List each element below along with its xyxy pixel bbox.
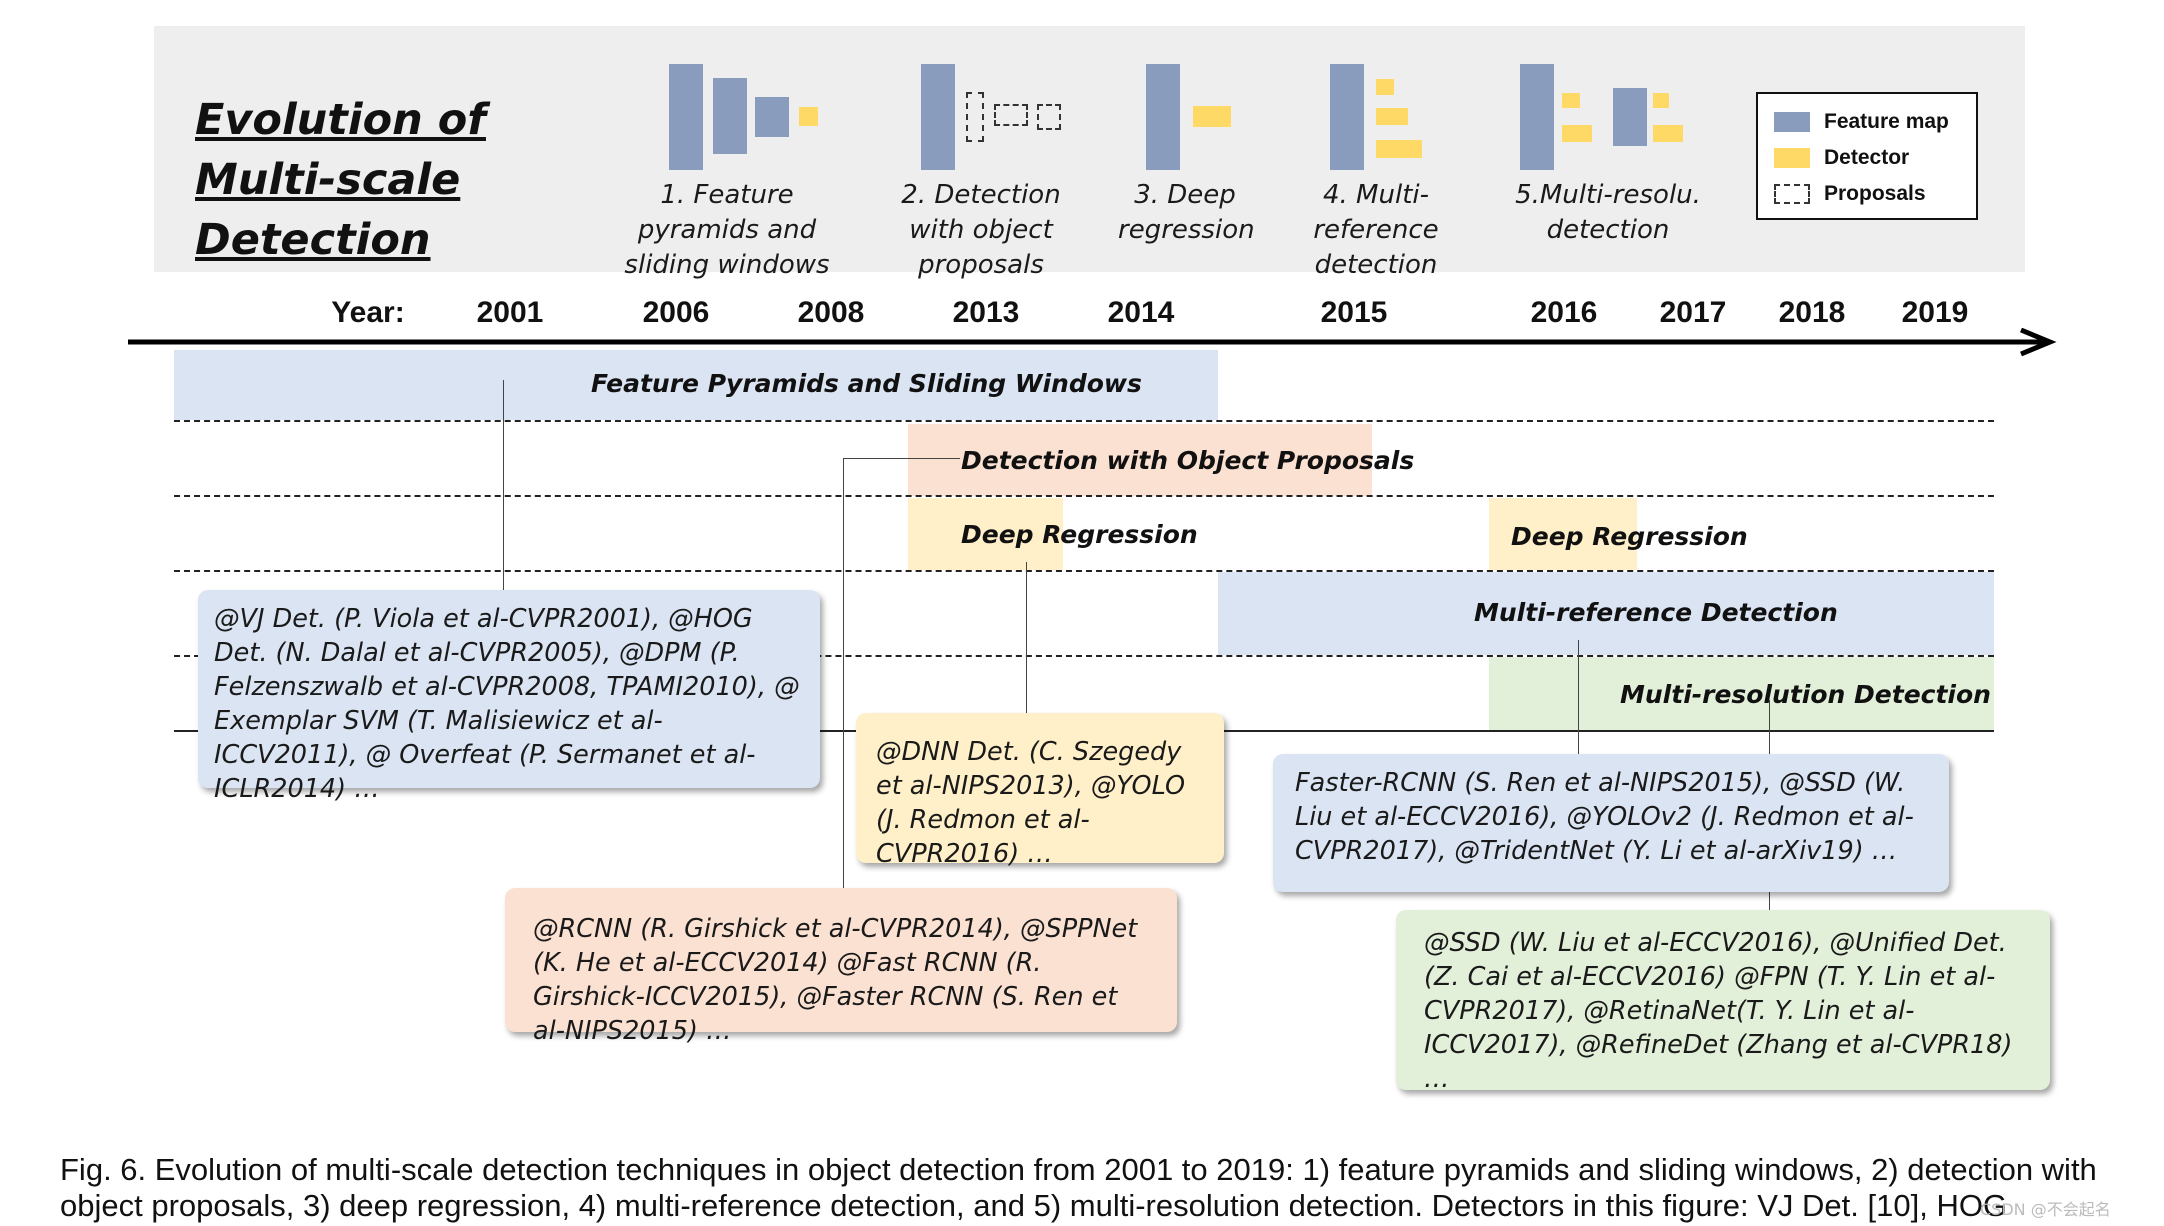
connector-line [1026,562,1027,720]
band-label-multi-reference: Multi-reference Detection [1474,598,1838,627]
year-2019: 2019 [1901,296,1969,329]
legend-item-detector: Detector [1774,143,1909,173]
box-deep-regression: @DNN Det. (C. Szegedy et al-NIPS2013), @… [856,713,1224,869]
connector-line [843,458,960,459]
connector-line [843,458,844,902]
header-panel [154,26,2025,272]
band-label-multi-resolution: Multi-resolution Detection [1620,680,1991,709]
year-2013: 2013 [952,296,1020,329]
band-multi-reference [1218,572,1994,655]
year-2015: 2015 [1320,296,1388,329]
connector-line [1578,640,1579,762]
band-deep-regression-1 [908,498,1063,570]
figure-title: Evolution of Multi-scale Detection [195,95,486,265]
band-label-deep-regression-1: Deep Regression [961,520,1198,549]
figure-caption: Fig. 6. Evolution of multi-scale detecti… [60,1152,2097,1223]
year-2001: 2001 [476,296,544,329]
band-separator [174,495,1994,497]
icon-caption-4: 4. Multi-reference detection [1313,180,1439,280]
band-separator [174,655,1994,657]
icon-caption-2: 2. Detection with object proposals [901,180,1061,280]
proposals-swatch [1774,184,1810,204]
year-2008: 2008 [797,296,865,329]
legend-label: Proposals [1824,182,1926,205]
band-feature-pyramids [174,350,1218,420]
box-sliding-windows: @VJ Det. (P. Viola et al-CVPR2001), @HOG… [198,590,820,804]
year-2014: 2014 [1107,296,1175,329]
icon-caption-5: 5.Multi-resolu. detection [1515,180,1701,245]
box-object-proposals: @RCNN (R. Girshick et al-CVPR2014), @SPP… [505,888,1177,1046]
feature-map-swatch [1774,112,1810,132]
detector-swatch [1774,148,1810,168]
band-separator [174,420,1994,422]
icon-caption-1: 1. Feature pyramids and sliding windows [624,180,830,280]
band-separator [174,570,1994,572]
legend-label: Feature map [1824,110,1949,133]
icon-caption-3: 3. Deep regression [1118,180,1255,245]
band-multi-resolution [1489,657,1994,730]
band-label-deep-regression-2: Deep Regression [1511,522,1748,551]
year-2016: 2016 [1530,296,1598,329]
legend: Feature map Detector Proposals [1756,92,1978,220]
connector-line [503,380,504,598]
band-deep-regression-2 [1489,498,1637,570]
box-multi-resolution: @SSD (W. Liu et al-ECCV2016), @Unified D… [1396,910,2050,1094]
band-label-object-proposals: Detection with Object Proposals [961,446,1415,475]
year-label: Year: [331,296,405,329]
year-2006: 2006 [642,296,710,329]
legend-label: Detector [1824,146,1910,169]
band-label-feature-pyramids: Feature Pyramids and Sliding Windows [591,369,1142,398]
timeline-arrow [128,328,2057,357]
band-object-proposals [908,424,1372,496]
year-2018: 2018 [1778,296,1846,329]
legend-item-feature-map: Feature map [1774,107,1949,137]
legend-item-proposals: Proposals [1774,179,1926,209]
year-2017: 2017 [1659,296,1727,329]
watermark: CSDN @不会起名 [1980,1200,2111,1219]
box-multi-reference: Faster-RCNN (S. Ren et al-NIPS2015), @SS… [1273,754,1949,892]
